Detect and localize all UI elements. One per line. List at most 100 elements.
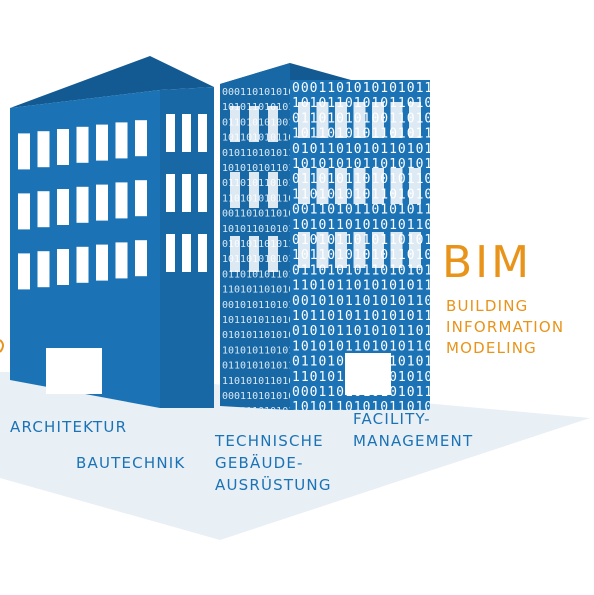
- window: [37, 251, 50, 288]
- window: [268, 236, 278, 272]
- binary-digits: 0110101010110101110101101010110101: [222, 361, 427, 372]
- window: [57, 129, 69, 165]
- window: [316, 232, 329, 268]
- label-technische-gebaeudeausruestung: TECHNISCHE GEBÄUDE- AUSRÜSTUNG: [215, 430, 332, 496]
- window: [230, 236, 240, 272]
- binary-digits: 1101011010101011001010110101011010: [222, 285, 427, 296]
- bim-subtitle-line-1: BUILDING: [446, 297, 529, 315]
- window: [37, 131, 50, 168]
- binary-digits: 0001101010101011010110101011010110: [292, 385, 592, 400]
- window: [268, 106, 278, 142]
- window: [18, 193, 30, 230]
- window: [298, 232, 310, 268]
- window: [166, 114, 175, 152]
- left-building-roof: [10, 56, 214, 108]
- window: [96, 124, 108, 161]
- binary-digits: 1010101101010110100011010101010110: [222, 345, 427, 356]
- binary-digits: 0101011010101101011010101101010100: [222, 330, 427, 341]
- window: [390, 232, 403, 268]
- window: [409, 168, 421, 204]
- window: [372, 102, 384, 138]
- window: [268, 172, 278, 208]
- window: [57, 249, 69, 285]
- window: [96, 184, 108, 221]
- window: [166, 234, 175, 272]
- label-bautechnik: BAUTECHNIK: [76, 454, 186, 472]
- binary-digits: 1011010110101011001101010101101011: [222, 315, 427, 326]
- binary-digits: 1101010110101010001101010100110101: [222, 376, 427, 387]
- window: [115, 182, 128, 219]
- label-facility-line-2: MANAGEMENT: [353, 432, 474, 450]
- binary-digits: 0010101101010110110101011010101101: [222, 300, 427, 311]
- window: [298, 168, 310, 204]
- binary-digits: 0011010110101011010110101010110101: [292, 203, 592, 218]
- window: [230, 172, 240, 208]
- binary-digits: 0001101010101011010110101011010110: [292, 81, 592, 96]
- label-tga-line-1: TECHNISCHE: [215, 432, 324, 450]
- binary-digits: 1011010110101011001101010101101011: [292, 309, 592, 324]
- window: [316, 102, 329, 138]
- bim-subtitle-line-2: INFORMATION: [446, 318, 565, 336]
- window: [335, 168, 347, 204]
- binary-digits: 0110101011010101110110101101010110: [222, 269, 427, 280]
- binary-digits: 1010110101010110101101010110101011: [222, 224, 427, 235]
- window: [353, 232, 366, 268]
- window: [115, 122, 128, 159]
- window: [18, 133, 30, 170]
- binary-digits: 1010101011010101100110101101010110: [222, 163, 427, 174]
- window: [335, 232, 347, 268]
- window: [198, 174, 207, 212]
- window: [409, 232, 421, 268]
- window: [249, 106, 259, 142]
- window: [135, 180, 147, 217]
- bim-subtitle: BUILDING INFORMATION MODELING: [446, 296, 564, 359]
- window: [182, 234, 191, 272]
- window: [115, 242, 128, 279]
- window: [135, 240, 147, 277]
- window: [198, 234, 207, 272]
- binary-digits: 0001101010101011010110101011010110: [222, 87, 427, 98]
- label-tga-line-2: GEBÄUDE-: [215, 454, 304, 472]
- window: [182, 174, 191, 212]
- window: [76, 186, 89, 223]
- binary-digits: 0101101010110101011010101011010101: [292, 142, 592, 157]
- binary-digits: 0101101010110101011010101011010101: [222, 148, 427, 159]
- window: [198, 114, 207, 152]
- right-building-door: [345, 353, 391, 395]
- left-building: [10, 56, 214, 408]
- label-tga-line-3: AUSRÜSTUNG: [215, 476, 332, 494]
- window: [409, 102, 421, 138]
- right-building: 0001101010101011010110101011010110101011…: [220, 63, 592, 415]
- window: [76, 126, 89, 163]
- window: [135, 120, 147, 157]
- binary-digits: 0011010110101011010110101010110101: [222, 209, 427, 220]
- window: [182, 114, 191, 152]
- binary-digits: 0001101010101011010110101011010110: [222, 391, 427, 402]
- window: [249, 236, 259, 272]
- window: [249, 172, 259, 208]
- label-facility-management: FACILITY- MANAGEMENT: [353, 408, 473, 452]
- window: [166, 174, 175, 212]
- window: [372, 168, 384, 204]
- left-building-door: [46, 348, 102, 394]
- binary-digits: 1101010110101010001101010100110101: [292, 370, 592, 385]
- label-architektur: ARCHITEKTUR: [10, 418, 128, 436]
- binary-digits: 1101011010101011001010110101011010: [292, 279, 592, 294]
- ground-plane: [0, 372, 590, 540]
- right-building-windows: [230, 102, 421, 272]
- window: [37, 191, 50, 228]
- window: [18, 253, 30, 290]
- window: [96, 244, 108, 281]
- binary-digits: 1010101101010110100011010101010110: [292, 339, 592, 354]
- window: [335, 102, 347, 138]
- label-facility-line-1: FACILITY-: [353, 410, 431, 428]
- window: [298, 102, 310, 138]
- window: [390, 102, 403, 138]
- binary-digits: 1010110101011010101011010101101010: [292, 400, 592, 415]
- window: [353, 168, 366, 204]
- binary-digits: 1010110101010110101101010110101011: [292, 218, 592, 233]
- bim-title: BIM: [442, 237, 533, 288]
- orange-edge-mark: [0, 339, 4, 353]
- window: [372, 232, 384, 268]
